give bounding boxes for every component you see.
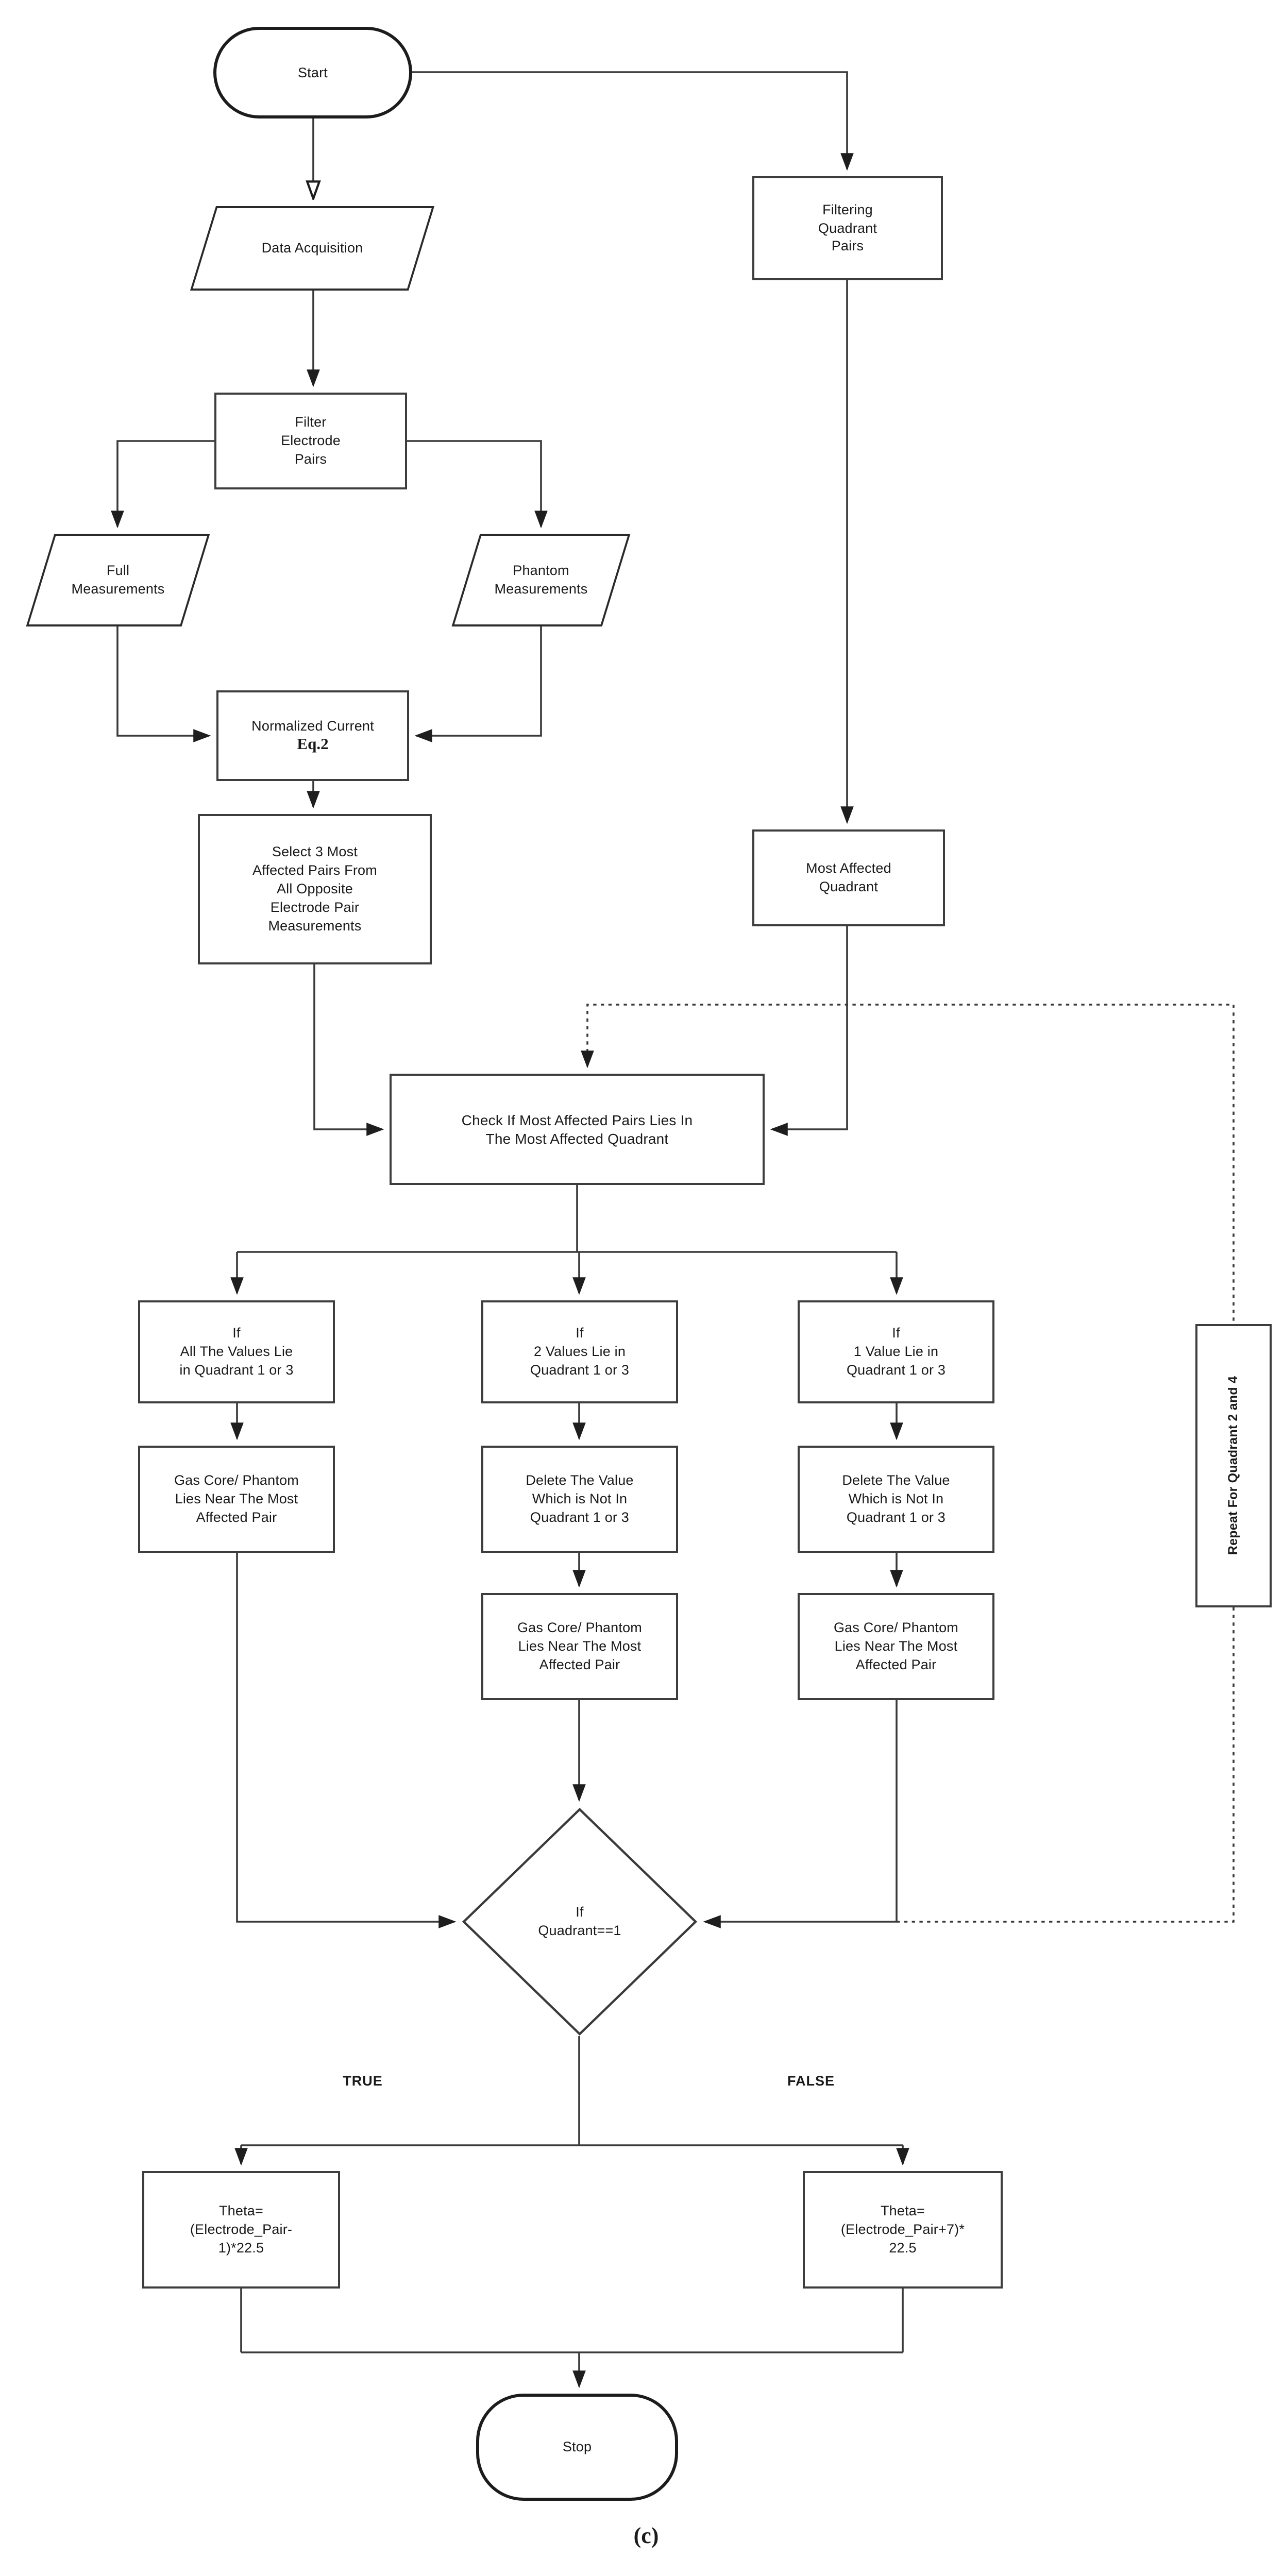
gas-core-mid-label: Gas Core/ Phantom Lies Near The Most Aff… — [517, 1620, 642, 1672]
node-if-one-value: If 1 Value Lie in Quadrant 1 or 3 — [798, 1300, 994, 1403]
node-phantom-measurements-io: Phantom Measurements — [439, 534, 643, 626]
quadrant-decision-label: If Quadrant==1 — [538, 1904, 621, 1938]
node-delete-value-mid: Delete The Value Which is Not In Quadran… — [481, 1446, 678, 1553]
edge-filter-to-phantom — [407, 440, 548, 529]
node-repeat-for-quadrant-2-and-4: Repeat For Quadrant 2 and 4 — [1195, 1324, 1272, 1607]
check-pairs-label: Check If Most Affected Pairs Lies In The… — [461, 1111, 693, 1147]
repeat-loop-label: Repeat For Quadrant 2 and 4 — [1226, 1376, 1241, 1555]
gas-core-right-label: Gas Core/ Phantom Lies Near The Most Aff… — [833, 1620, 958, 1672]
true-branch-label: TRUE — [343, 2073, 383, 2089]
data-acquisition-label: Data Acquisition — [261, 240, 363, 256]
node-gas-core-left: Gas Core/ Phantom Lies Near The Most Aff… — [138, 1446, 335, 1553]
select-three-label: Select 3 Most Affected Pairs From All Op… — [252, 844, 377, 934]
node-delete-value-right: Delete The Value Which is Not In Quadran… — [798, 1446, 994, 1553]
node-start-terminator: Start — [213, 27, 412, 118]
node-gas-core-mid: Gas Core/ Phantom Lies Near The Most Aff… — [481, 1593, 678, 1700]
node-filtering-quadrant-pairs: Filtering Quadrant Pairs — [752, 176, 943, 280]
node-select-three-most-affected: Select 3 Most Affected Pairs From All Op… — [198, 814, 432, 964]
edge-filter-to-full — [111, 440, 214, 529]
start-label: Start — [297, 64, 328, 80]
node-if-two-values: If 2 Values Lie in Quadrant 1 or 3 — [481, 1300, 678, 1403]
node-if-all-values: If All The Values Lie in Quadrant 1 or 3 — [138, 1300, 335, 1403]
node-most-affected-quadrant: Most Affected Quadrant — [752, 829, 945, 926]
node-normalized-current: Normalized Current Eq.2 — [216, 690, 409, 781]
node-check-most-affected-pairs: Check If Most Affected Pairs Lies In The… — [390, 1074, 765, 1185]
if-one-value-label: If 1 Value Lie in Quadrant 1 or 3 — [846, 1325, 946, 1378]
node-full-measurements-io: Full Measurements — [13, 534, 223, 626]
node-gas-core-right: Gas Core/ Phantom Lies Near The Most Aff… — [798, 1593, 994, 1700]
if-two-values-label: If 2 Values Lie in Quadrant 1 or 3 — [530, 1325, 630, 1378]
delete-value-right-label: Delete The Value Which is Not In Quadran… — [842, 1472, 950, 1525]
false-branch-label: FALSE — [787, 2073, 835, 2089]
theta-true-label: Theta= (Electrode_Pair- 1)*22.5 — [190, 2203, 293, 2256]
quadrant-decision-shape — [462, 1807, 698, 2036]
delete-value-mid-label: Delete The Value Which is Not In Quadran… — [526, 1472, 634, 1525]
node-stop-terminator: Stop — [476, 2394, 678, 2501]
edge-gascoreleft-to-diamond — [236, 1553, 457, 1928]
theta-false-label: Theta= (Electrode_Pair+7)* 22.5 — [840, 2203, 965, 2256]
filtering-quadrant-pairs-label: Filtering Quadrant Pairs — [818, 201, 877, 254]
stop-label: Stop — [562, 2439, 592, 2455]
filter-electrode-pairs-label: Filter Electrode Pairs — [281, 414, 341, 467]
edge-select-to-check — [313, 964, 384, 1136]
edge-phantom-to-normalized — [414, 626, 542, 742]
edge-gascoreright-to-diamond — [703, 1700, 898, 1928]
normalized-current-equation-label: Eq.2 — [297, 736, 329, 754]
node-data-acquisition-io: Data Acquisition — [176, 206, 448, 291]
edge-full-to-normalized — [116, 626, 211, 742]
node-filter-electrode-pairs: Filter Electrode Pairs — [214, 393, 407, 489]
most-affected-quadrant-label: Most Affected Quadrant — [806, 860, 891, 894]
node-quadrant-decision-diamond: If Quadrant==1 — [462, 1807, 698, 2036]
gas-core-left-label: Gas Core/ Phantom Lies Near The Most Aff… — [174, 1472, 299, 1525]
edge-mostaffected-to-check — [770, 926, 848, 1136]
full-measurements-label: Full Measurements — [71, 563, 165, 597]
figure-caption: (c) — [633, 2522, 659, 2548]
node-theta-true: Theta= (Electrode_Pair- 1)*22.5 — [142, 2171, 340, 2289]
edge-start-to-filtering — [412, 71, 854, 171]
node-theta-false: Theta= (Electrode_Pair+7)* 22.5 — [803, 2171, 1003, 2289]
if-all-values-label: If All The Values Lie in Quadrant 1 or 3 — [179, 1325, 294, 1378]
normalized-current-label: Normalized Current — [251, 718, 374, 734]
phantom-measurements-label: Phantom Measurements — [494, 563, 588, 597]
